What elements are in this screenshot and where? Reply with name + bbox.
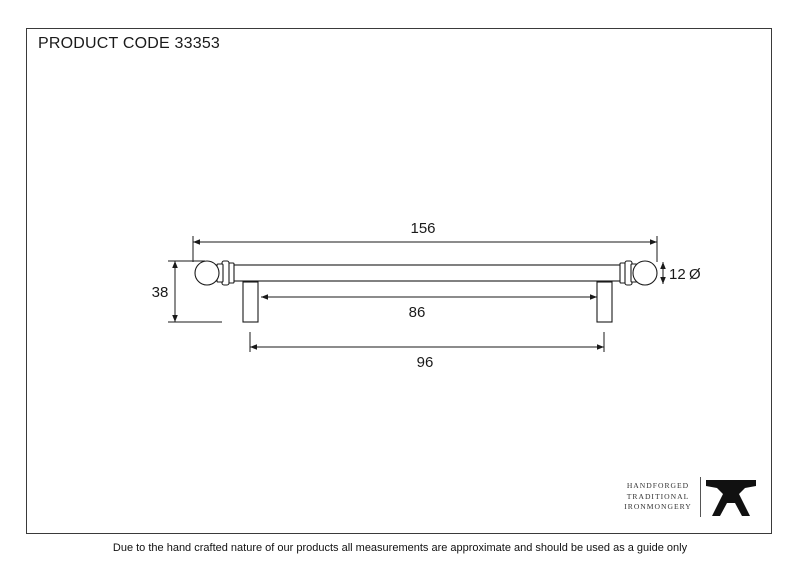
- centres-dimension: [249, 332, 605, 352]
- brand-line: HANDFORGED: [626, 481, 690, 490]
- pull-handle: [194, 260, 658, 323]
- height-dimension: [168, 260, 222, 323]
- logo-divider: [700, 477, 701, 517]
- anvil-icon: [706, 480, 756, 516]
- height-label: 38: [152, 284, 169, 301]
- brand-line: TRADITIONAL: [626, 491, 690, 501]
- inner-gap-label: 86: [409, 304, 426, 321]
- brand-line: IRONMONGERY: [624, 502, 692, 511]
- left-leg: [242, 281, 259, 323]
- product-code: PRODUCT CODE 33353: [38, 35, 221, 52]
- brand-tagline: HANDFORGED TRADITIONAL IRONMONGERY: [616, 481, 700, 513]
- centres-label: 96: [417, 354, 434, 371]
- diameter-label: 12: [669, 266, 686, 283]
- left-finial: [194, 260, 235, 286]
- right-finial: [619, 260, 658, 286]
- diameter-symbol: Ø: [689, 266, 701, 283]
- drawing-frame: [26, 28, 772, 534]
- disclaimer-text: Due to the hand crafted nature of our pr…: [112, 542, 688, 554]
- length-label: 156: [410, 220, 435, 237]
- handle-bar: [232, 264, 622, 282]
- right-leg: [596, 281, 613, 323]
- length-dimension: [192, 236, 658, 262]
